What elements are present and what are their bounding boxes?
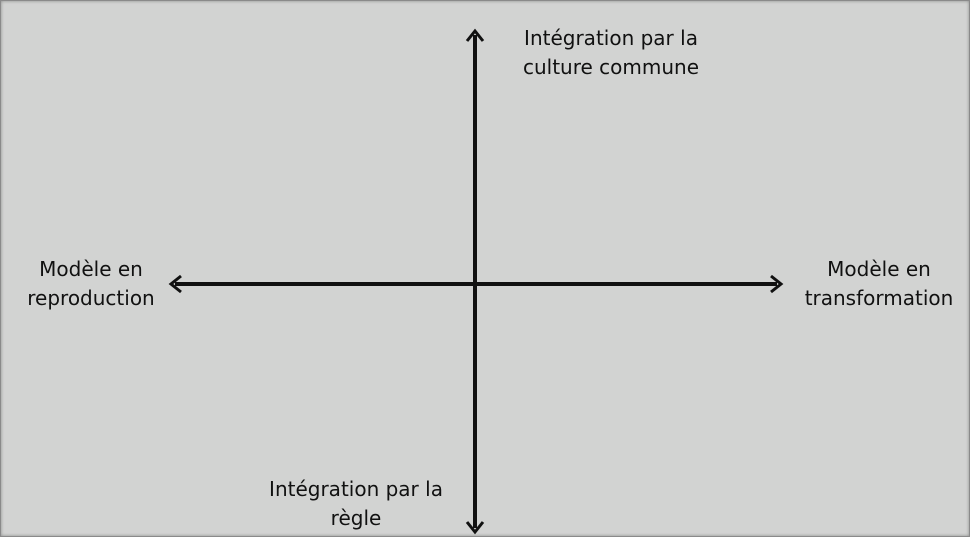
arrow-left-icon bbox=[168, 274, 182, 294]
arrow-down-icon bbox=[465, 521, 485, 535]
right-axis-label: Modèle en transformation bbox=[804, 257, 954, 310]
top-axis-label: Intégration par la culture commune bbox=[522, 26, 700, 79]
left-axis-label: Modèle en reproduction bbox=[27, 257, 155, 310]
arrow-right-icon bbox=[770, 274, 784, 294]
bottom-axis-label: Intégration par la règle bbox=[269, 477, 443, 530]
arrow-up-icon bbox=[465, 28, 485, 42]
